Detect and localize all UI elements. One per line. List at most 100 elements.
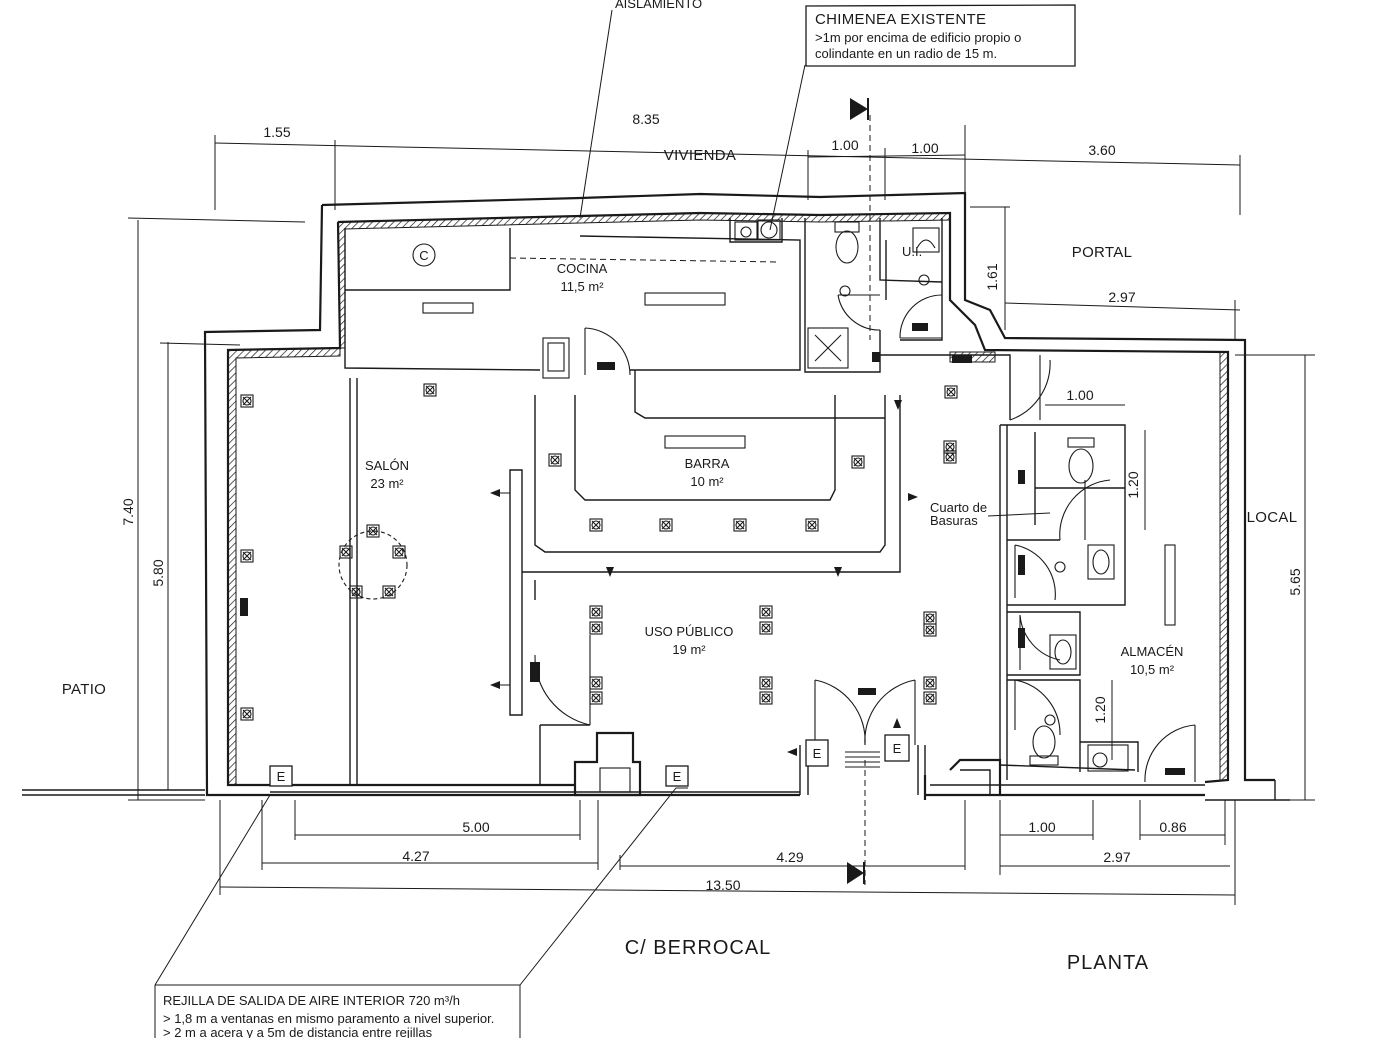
washbasin-icon bbox=[1087, 544, 1115, 580]
toilet-icon bbox=[1067, 437, 1095, 484]
light-icon bbox=[423, 383, 437, 397]
shaft bbox=[807, 327, 849, 369]
room-labels: AISLAMIENTO VIVIENDA PORTAL LOCAL PATIO … bbox=[62, 0, 1297, 974]
dim-1-61: 1.61 bbox=[984, 263, 1000, 290]
cocina-counter-1 bbox=[422, 302, 474, 314]
light-icon bbox=[548, 453, 562, 467]
light-icon bbox=[240, 707, 254, 721]
chimenea-note: CHIMENEA EXISTENTE >1m por encima de edi… bbox=[805, 4, 1076, 67]
chimenea-title: CHIMENEA EXISTENTE bbox=[815, 11, 986, 28]
salon-label: SALÓN bbox=[365, 458, 409, 473]
light-icon bbox=[589, 518, 603, 532]
light-icon bbox=[589, 605, 603, 619]
dim-1-00-d: 1.00 bbox=[1028, 819, 1055, 835]
rejilla-line-2: > 2 m a acera y a 5m de distancia entre … bbox=[163, 1025, 433, 1038]
rejilla-note: REJILLA DE SALIDA DE AIRE INTERIOR 720 m… bbox=[163, 993, 494, 1038]
e-marker-4: E bbox=[893, 741, 902, 756]
dim-1-00-a: 1.00 bbox=[831, 137, 858, 153]
c-symbol-label: C bbox=[419, 248, 428, 263]
e-marker-3: E bbox=[813, 746, 822, 761]
light-icon bbox=[943, 450, 957, 464]
washbasin-icon bbox=[1087, 744, 1129, 772]
cocina-label: COCINA bbox=[557, 261, 608, 276]
e-marker-1: E bbox=[277, 769, 286, 784]
cuarto-basuras-label-1: Cuarto de bbox=[930, 500, 987, 515]
toilet-icon bbox=[834, 221, 860, 264]
barra-area: 10 m² bbox=[690, 474, 724, 489]
ui-label: U.I. bbox=[902, 244, 922, 259]
toilet-icon bbox=[1029, 725, 1059, 766]
rejilla-line-1: > 1,8 m a ventanas en mismo paramento a … bbox=[163, 1011, 494, 1026]
light-icon bbox=[923, 623, 937, 637]
dim-13-50: 13.50 bbox=[705, 877, 740, 893]
cuarto-basuras-label-2: Basuras bbox=[930, 513, 978, 528]
section-arrow-icon bbox=[847, 862, 864, 884]
light-icon bbox=[589, 691, 603, 705]
direction-arrows bbox=[490, 98, 918, 884]
light-icon bbox=[240, 394, 254, 408]
light-icon bbox=[240, 549, 254, 563]
dimension-lines bbox=[127, 125, 1315, 905]
dim-1-00-c: 1.00 bbox=[1066, 387, 1093, 403]
dim-4-29: 4.29 bbox=[776, 849, 803, 865]
dim-8-35: 8.35 bbox=[632, 111, 659, 127]
light-icon bbox=[851, 455, 865, 469]
portal-label: PORTAL bbox=[1072, 244, 1132, 261]
dim-5-00: 5.00 bbox=[462, 819, 489, 835]
interior-walls bbox=[344, 218, 1139, 800]
dim-7-40: 7.40 bbox=[120, 498, 136, 525]
dim-5-65: 5.65 bbox=[1287, 568, 1303, 595]
dim-2-97-top: 2.97 bbox=[1108, 289, 1135, 305]
c-symbol-icon bbox=[412, 243, 436, 267]
light-icon bbox=[923, 691, 937, 705]
chimenea-line-2: colindante en un radio de 15 m. bbox=[815, 46, 997, 61]
light-icon bbox=[339, 545, 353, 559]
section-arrow-icon bbox=[850, 98, 868, 120]
dim-5-80: 5.80 bbox=[150, 559, 166, 586]
dim-1-20-b: 1.20 bbox=[1092, 696, 1108, 723]
almacen-label: ALMACÉN bbox=[1121, 644, 1184, 659]
washbasin-icon bbox=[912, 227, 940, 253]
washbasin-icon bbox=[1049, 634, 1077, 670]
light-icon bbox=[759, 676, 773, 690]
uso-publico-area: 19 m² bbox=[672, 642, 706, 657]
chimenea-line-1: >1m por encima de edificio propio o bbox=[815, 30, 1021, 45]
planta-label: PLANTA bbox=[1067, 952, 1149, 974]
light-icon bbox=[589, 621, 603, 635]
washing-machine bbox=[734, 221, 758, 241]
doors bbox=[534, 294, 1196, 783]
light-icon bbox=[659, 518, 673, 532]
dim-1-20-a: 1.20 bbox=[1125, 471, 1141, 498]
light-icon bbox=[759, 691, 773, 705]
ceiling-lights bbox=[240, 383, 958, 721]
light-icon bbox=[923, 611, 937, 625]
e-marker-2: E bbox=[673, 769, 682, 784]
dim-1-00-b: 1.00 bbox=[911, 140, 938, 156]
extraction-markers: E E E E bbox=[269, 734, 910, 787]
local-label: LOCAL bbox=[1247, 509, 1298, 526]
barra-counter bbox=[664, 435, 746, 449]
light-icon bbox=[589, 676, 603, 690]
round-table bbox=[338, 530, 408, 600]
light-icon bbox=[733, 518, 747, 532]
dimension-labels: 1.55 8.35 1.00 1.00 3.60 2.97 1.00 5.00 … bbox=[120, 111, 1303, 893]
entry-mat bbox=[845, 751, 880, 768]
dim-3-60: 3.60 bbox=[1088, 142, 1115, 158]
light-icon bbox=[349, 585, 363, 599]
cocina-area: 11,5 m² bbox=[560, 279, 604, 294]
light-icon bbox=[382, 585, 396, 599]
almacen-shelf bbox=[1164, 544, 1176, 626]
almacen-area: 10,5 m² bbox=[1130, 662, 1175, 677]
salon-area: 23 m² bbox=[370, 476, 404, 491]
dim-4-27: 4.27 bbox=[402, 848, 429, 864]
light-icon bbox=[805, 518, 819, 532]
patio-label: PATIO bbox=[62, 681, 106, 698]
dim-0-86: 0.86 bbox=[1159, 819, 1186, 835]
uso-publico-label: USO PÚBLICO bbox=[645, 624, 734, 639]
fridge bbox=[542, 337, 570, 379]
leader-lines bbox=[154, 9, 1051, 1038]
rejilla-title: REJILLA DE SALIDA DE AIRE INTERIOR 720 m… bbox=[163, 993, 460, 1008]
light-icon bbox=[759, 605, 773, 619]
fixtures bbox=[240, 219, 1185, 775]
